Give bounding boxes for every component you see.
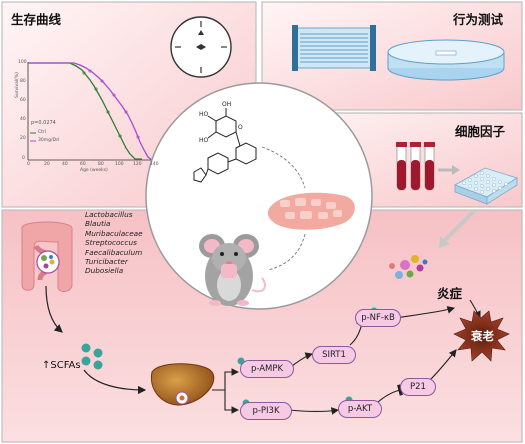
tissue-sample-icon: [267, 192, 355, 230]
x-axis-label: Age (weeks): [80, 168, 108, 173]
microbe-item: Blautia: [85, 219, 111, 229]
y-tick: 100: [18, 60, 27, 65]
x-tick: 100: [115, 162, 124, 167]
scfa-molecules: [81, 343, 103, 370]
dashed-flow-arrows: [261, 146, 306, 271]
aging-starburst: [453, 310, 510, 362]
microbe-item: Lactobacillus: [85, 210, 133, 219]
well-plate-icon: [454, 167, 518, 205]
svg-text:O: O: [238, 124, 243, 131]
compound-structure: [193, 108, 257, 183]
aging-label: 衰老: [471, 329, 494, 343]
microbe-list: Lactobacillus Blautia Muribaculaceae Str…: [85, 210, 143, 276]
survival-plot: [27, 62, 158, 161]
blood-tubes-icon: [396, 142, 435, 191]
svg-text:HO: HO: [199, 137, 209, 144]
radial-arm-apparatus-icon: [292, 25, 376, 71]
svg-text:HO: HO: [199, 111, 209, 118]
y-axis-label: Survival(%): [15, 72, 20, 98]
y-tick: 0: [22, 156, 25, 161]
microbe-item: Muribaculaceae: [85, 228, 143, 238]
liver-branch-arrows: [212, 368, 240, 414]
arrow-plate-to-cytokines: [439, 208, 477, 248]
legend-ctrl: Ctrl: [38, 130, 47, 135]
x-tick: 80: [98, 162, 104, 167]
x-tick: 20: [44, 162, 50, 167]
x-tick: 120: [133, 162, 142, 167]
survival-curve-title: 生存曲线: [11, 12, 62, 27]
water-maze-icon: [387, 39, 505, 81]
microbe-item: Turicibacter: [85, 257, 128, 267]
liver-icon: [150, 363, 215, 406]
inflammation-label: 炎症: [437, 286, 463, 301]
svg-text:OH: OH: [222, 101, 231, 108]
microbe-item: Streptococcus: [85, 238, 137, 248]
node-p-nfkb: p-NF-κB: [355, 309, 401, 327]
node-p-akt: p-AKT: [338, 400, 382, 418]
microbe-item: Dubosiella: [85, 266, 124, 276]
y-tick: 40: [20, 117, 26, 122]
ctrl-survival-line: [28, 62, 142, 160]
cytokine-title: 细胞因子: [455, 124, 506, 139]
node-sirt1: SIRT1: [312, 346, 356, 364]
mouse-icon: [199, 234, 266, 306]
node-p-ampk: p-AMPK: [240, 360, 294, 378]
arrow-tubes-to-plate: [438, 165, 460, 175]
y-tick: 60: [20, 98, 26, 103]
y-tick: 80: [20, 79, 26, 84]
scfas-label: ↑SCFAs: [42, 360, 81, 371]
compound-atom-labels: OH HO HO O: [199, 101, 243, 144]
p-value: p=0.0274: [31, 120, 56, 126]
circular-maze-icon: [170, 16, 232, 78]
intestine-icon: [21, 221, 73, 293]
x-tick: 60: [80, 162, 86, 167]
legend-treated: 30mg/Dd: [38, 138, 59, 143]
y-tick: 20: [20, 136, 26, 141]
arrow-intestine-to-scfas: [45, 285, 63, 333]
microbe-item: Faecalibaculum: [85, 247, 143, 257]
behavior-test-title: 行为测试: [453, 12, 504, 27]
x-tick: 40: [62, 162, 68, 167]
node-p-pi3k: p-PI3K: [240, 402, 292, 420]
treated-survival-line: [28, 62, 153, 161]
x-tick: 140: [150, 162, 159, 167]
node-p21: P21: [400, 378, 436, 396]
arrow-scfas-to-liver: [83, 369, 147, 395]
x-tick: 0: [27, 162, 30, 167]
cytokine-cluster-icon: [389, 255, 428, 279]
